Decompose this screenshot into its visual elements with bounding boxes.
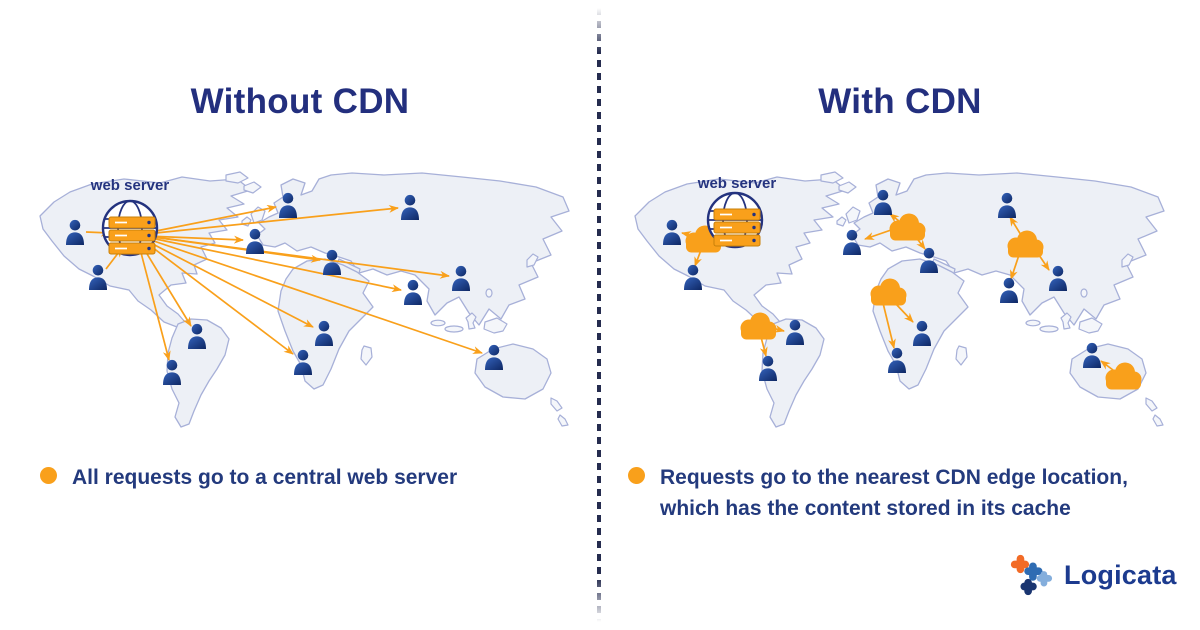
panel-with-cdn: With CDN web server Requests go to the n…: [600, 0, 1200, 630]
logicata-logo: Logicata: [1008, 552, 1177, 598]
web-server-icon: [101, 199, 159, 257]
request-arrow: [140, 243, 192, 327]
with-cdn-title: With CDN: [818, 82, 982, 121]
logicata-logo-icon: [1010, 554, 1053, 596]
request-arrow: [143, 240, 294, 355]
without-cdn-title: Without CDN: [190, 82, 410, 121]
request-arrow: [145, 204, 277, 234]
request-arrow: [144, 237, 483, 354]
caption-line-1: Requests go to the nearest CDN edge loca…: [660, 466, 1128, 489]
request-arrow: [864, 229, 892, 240]
request-arrow: [894, 302, 914, 323]
request-arrow: [145, 235, 244, 244]
request-arrow: [694, 249, 702, 267]
web-server-group: [706, 191, 764, 249]
world-map-with-cdn: web server: [634, 171, 1165, 428]
request-arrow: [145, 235, 450, 279]
bullet-dot-icon: [628, 467, 645, 484]
web-server-icon: [706, 191, 764, 249]
dashed-divider: [597, 8, 601, 622]
web-server-label: web server: [697, 175, 777, 192]
caption-line-2: which has the content stored in its cach…: [660, 497, 1071, 520]
with-cdn-caption-text: Requests go to the nearest CDN edge loca…: [660, 462, 1128, 524]
request-arrow: [882, 302, 896, 349]
bullet-dot-icon: [40, 467, 57, 484]
user-icon: [404, 279, 422, 305]
panel-without-cdn: Without CDN web server All requests go t…: [39, 82, 570, 493]
request-arrow: [1100, 360, 1114, 371]
request-arrow: [145, 236, 402, 293]
web-server-label: web server: [90, 177, 170, 194]
without-cdn-caption: All requests go to a central web server: [40, 462, 570, 493]
request-arrow: [1010, 254, 1020, 280]
world-map-without-cdn: web server: [39, 171, 570, 428]
web-server-group: [101, 199, 159, 257]
request-arrow: [138, 244, 171, 361]
request-arrow: [889, 213, 900, 223]
logicata-logo-text: Logicata: [1064, 559, 1177, 590]
request-arrows-group: [85, 204, 483, 361]
request-arrow: [145, 204, 399, 235]
request-arrow: [1009, 216, 1022, 236]
request-arrow: [759, 336, 768, 357]
with-cdn-caption: Requests go to the nearest CDN edge loca…: [628, 462, 1183, 524]
without-cdn-caption-text: All requests go to a central web server: [72, 466, 458, 489]
request-arrow: [144, 239, 314, 328]
user-icon: [1000, 277, 1018, 303]
